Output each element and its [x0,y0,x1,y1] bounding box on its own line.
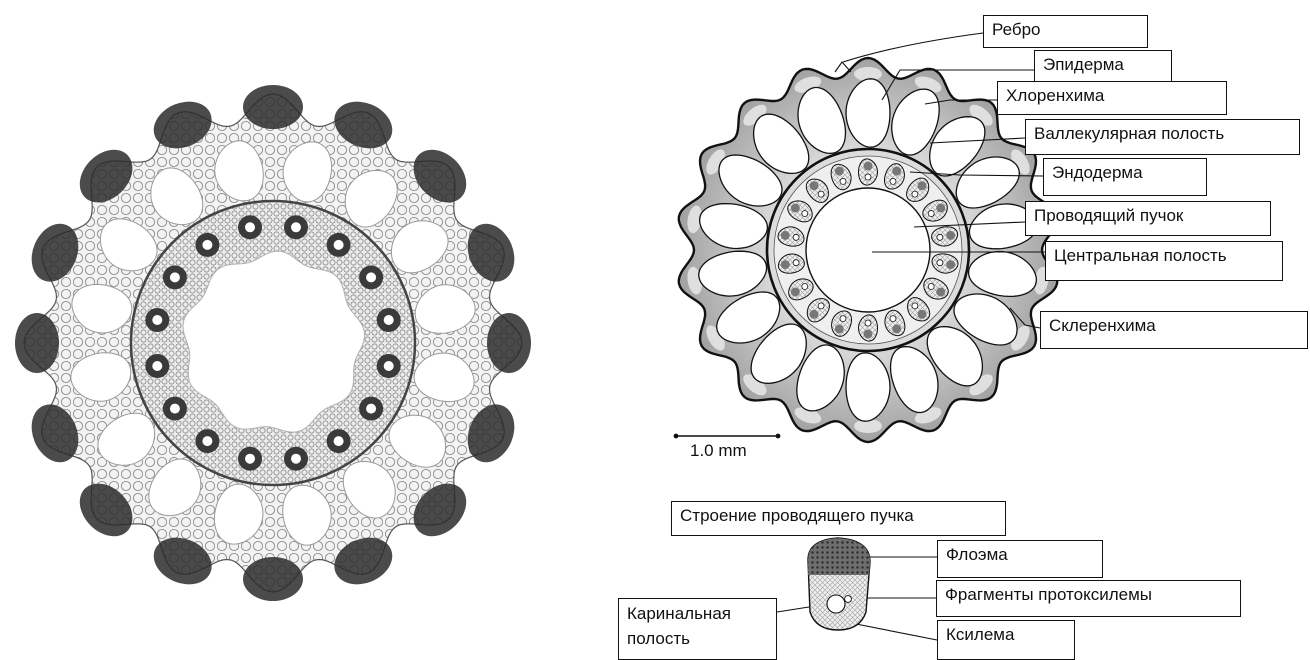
detail-carinal-canal [827,595,845,613]
diagram-bundle-phloem [781,231,790,240]
diagram-bundle-phloem [936,288,945,297]
diagram-bundle-carinal [793,234,799,240]
diagram-bundle-carinal [937,234,943,240]
diagram-bundle-phloem [946,231,955,240]
diagram-bundle-phloem [810,181,819,190]
label-xylem: Ксилема [937,620,1075,660]
diagram-bundle-carinal [840,178,846,184]
diagram-bundle-carinal [802,211,808,217]
diagram-bundle-carinal [912,303,918,309]
diagram-bundle-phloem [892,167,901,176]
diagram-bundle-carinal [840,316,846,322]
diagram-bundle-carinal [890,178,896,184]
diagram-bundle-phloem [791,204,800,213]
detail-protoxylem [845,596,852,603]
diagram-bundle-carinal [912,191,918,197]
diagram-central-canal [806,188,930,312]
diagram-bundle-carinal [818,191,824,197]
diagram-bundle-phloem [918,310,927,319]
scale-bar-text: 1.0 mm [690,441,747,461]
label-epidermis: Эпидерма [1034,50,1172,84]
label-bundle-structure-title: Строение проводящего пучка [671,501,1006,536]
diagram-bundle-carinal [865,320,871,326]
diagram-bundle-phloem [791,288,800,297]
diagram-bundle-phloem [918,181,927,190]
diagram-bundle-phloem [864,162,873,171]
label-endodermis: Эндодерма [1043,158,1207,196]
diagram-bundle-phloem [946,260,955,269]
diagram-bundle-carinal [802,284,808,290]
diagram-bundle-phloem [835,324,844,333]
diagram-bundle-carinal [890,316,896,322]
label-central-canal: Центральная полость [1045,241,1283,281]
diagram-bundle-phloem [864,330,873,339]
diagram-bundle-carinal [937,260,943,266]
diagram-layer [679,58,1057,442]
label-protoxylem-fragments: Фрагменты протоксилемы [936,580,1241,617]
diagram-bundle-phloem [936,204,945,213]
label-chlorenchyma: Хлоренхима [997,81,1227,115]
diagram-bundle-phloem [781,260,790,269]
scale-bar [674,434,781,439]
diagram-bundle-carinal [818,303,824,309]
diagram-bundle-carinal [928,284,934,290]
label-carinal-canal: Каринальная полость [618,598,777,660]
label-phloem: Флоэма [937,540,1103,578]
label-vascular-bundle: Проводящий пучок [1025,201,1271,236]
label-sclerenchyma: Склеренхима [1040,311,1308,349]
bundle-detail-diagram [808,538,870,630]
diagram-bundle-carinal [793,260,799,266]
label-rib: Ребро [983,15,1148,48]
label-vallecular-canal: Валлекулярная полость [1025,119,1300,155]
diagram-bundle-carinal [928,211,934,217]
diagram-bundle-carinal [865,174,871,180]
diagram-bundle-phloem [835,167,844,176]
leader-xylem [846,622,937,640]
diagram-bundle-phloem [892,324,901,333]
diagram-bundle-phloem [810,310,819,319]
